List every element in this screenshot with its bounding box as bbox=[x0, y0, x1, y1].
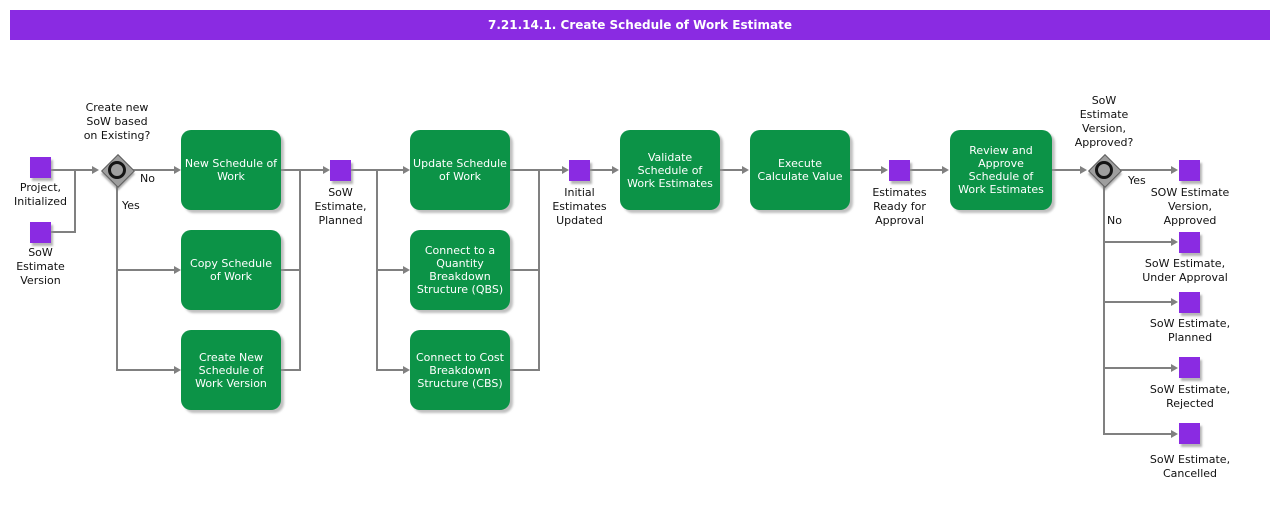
connector bbox=[1052, 169, 1080, 171]
activity-label: Create New Schedule of Work Version bbox=[195, 350, 267, 390]
state-label: Estimates Ready for Approval bbox=[872, 186, 927, 227]
edge-label-no: No bbox=[1107, 214, 1122, 227]
activity-label: Validate Schedule of Work Estimates bbox=[627, 150, 713, 190]
arrowhead-icon bbox=[174, 366, 181, 374]
activity-label: Connect to Cost Breakdown Structure (CBS… bbox=[416, 350, 504, 390]
state-project-initialized bbox=[30, 157, 51, 178]
connector bbox=[51, 169, 92, 171]
arrowhead-icon bbox=[403, 266, 410, 274]
arrowhead-icon bbox=[1171, 166, 1178, 174]
state-sow-estimate-rejected bbox=[1179, 357, 1200, 378]
state-label: Project, Initialized bbox=[13, 181, 68, 208]
gateway-sow-estimate-approved bbox=[1088, 154, 1122, 188]
state-label: SoW Estimate Version bbox=[16, 246, 65, 287]
state-sow-estimate-under-approval bbox=[1179, 232, 1200, 253]
arrowhead-icon bbox=[881, 166, 888, 174]
connector bbox=[510, 269, 540, 271]
connector bbox=[1104, 433, 1171, 435]
arrowhead-icon bbox=[174, 266, 181, 274]
arrowhead-icon bbox=[174, 166, 181, 174]
title-bar: 7.21.14.1. Create Schedule of Work Estim… bbox=[10, 10, 1270, 40]
connector bbox=[377, 369, 403, 371]
state-label: SoW Estimate, Rejected bbox=[1149, 383, 1231, 410]
activity-label: Review and Approve Schedule of Work Esti… bbox=[958, 144, 1044, 196]
activity-create-new-schedule-of-work-version: Create New Schedule of Work Version bbox=[181, 330, 281, 410]
circle-icon bbox=[108, 161, 126, 179]
state-sow-estimate-cancelled bbox=[1179, 423, 1200, 444]
activity-new-schedule-of-work: New Schedule of Work bbox=[181, 130, 281, 210]
activity-label: New Schedule of Work bbox=[184, 157, 278, 183]
connector bbox=[281, 369, 301, 371]
connector bbox=[590, 169, 612, 171]
connector bbox=[510, 369, 540, 371]
connector bbox=[1120, 169, 1171, 171]
gateway-create-new-sow bbox=[101, 154, 135, 188]
activity-copy-schedule-of-work: Copy Schedule of Work bbox=[181, 230, 281, 310]
connector bbox=[377, 269, 403, 271]
diagram-title: 7.21.14.1. Create Schedule of Work Estim… bbox=[488, 18, 792, 32]
activity-connect-cbs: Connect to Cost Breakdown Structure (CBS… bbox=[410, 330, 510, 410]
activity-review-approve-sow-estimates: Review and Approve Schedule of Work Esti… bbox=[950, 130, 1052, 210]
state-label: SoW Estimate, Under Approval bbox=[1142, 257, 1228, 284]
activity-validate-sow-estimates: Validate Schedule of Work Estimates bbox=[620, 130, 720, 210]
connector bbox=[910, 169, 942, 171]
edge-label-no: No bbox=[140, 172, 155, 185]
activity-label: Connect to a Quantity Breakdown Structur… bbox=[416, 244, 504, 296]
state-label: SoW Estimate, Cancelled bbox=[1149, 453, 1231, 480]
connector bbox=[850, 169, 881, 171]
connector bbox=[281, 169, 323, 171]
arrowhead-icon bbox=[1171, 364, 1178, 372]
arrowhead-icon bbox=[562, 166, 569, 174]
connector bbox=[1104, 367, 1171, 369]
state-initial-estimates-updated bbox=[569, 160, 590, 181]
connector bbox=[538, 169, 540, 371]
arrowhead-icon bbox=[1080, 166, 1087, 174]
activity-update-schedule-of-work: Update Schedule of Work bbox=[410, 130, 510, 210]
state-label: SoW Estimate, Planned bbox=[1149, 317, 1231, 344]
arrowhead-icon bbox=[742, 166, 749, 174]
arrowhead-icon bbox=[1171, 298, 1178, 306]
connector bbox=[74, 169, 76, 233]
state-label: Initial Estimates Updated bbox=[552, 186, 607, 227]
arrowhead-icon bbox=[1171, 430, 1178, 438]
arrowhead-icon bbox=[323, 166, 330, 174]
connector bbox=[117, 269, 174, 271]
arrowhead-icon bbox=[403, 366, 410, 374]
edge-label-yes: Yes bbox=[1128, 174, 1146, 187]
state-label: SoW Estimate, Planned bbox=[314, 186, 367, 227]
activity-label: Execute Calculate Value bbox=[757, 157, 843, 183]
activity-label: Copy Schedule of Work bbox=[190, 257, 272, 283]
arrowhead-icon bbox=[942, 166, 949, 174]
connector bbox=[720, 169, 742, 171]
state-sow-estimate-planned bbox=[330, 160, 351, 181]
state-label: SOW Estimate Version, Approved bbox=[1150, 186, 1230, 227]
connector bbox=[1104, 241, 1171, 243]
arrowhead-icon bbox=[92, 166, 99, 174]
state-sow-estimate-version bbox=[30, 222, 51, 243]
gateway-question-label: Create new SoW based on Existing? bbox=[83, 101, 151, 142]
state-sow-estimate-version-approved bbox=[1179, 160, 1200, 181]
connector bbox=[1104, 301, 1171, 303]
activity-label: Update Schedule of Work bbox=[413, 157, 507, 183]
connector bbox=[133, 169, 174, 171]
connector bbox=[1103, 185, 1105, 435]
connector bbox=[116, 185, 118, 371]
connector bbox=[510, 169, 562, 171]
edge-label-yes: Yes bbox=[122, 199, 140, 212]
circle-icon bbox=[1095, 161, 1113, 179]
connector bbox=[281, 269, 301, 271]
arrowhead-icon bbox=[1171, 238, 1178, 246]
state-estimates-ready-for-approval bbox=[889, 160, 910, 181]
connector bbox=[51, 231, 76, 233]
activity-execute-calculate-value: Execute Calculate Value bbox=[750, 130, 850, 210]
arrowhead-icon bbox=[403, 166, 410, 174]
state-sow-estimate-planned-final bbox=[1179, 292, 1200, 313]
connector bbox=[117, 369, 174, 371]
activity-connect-qbs: Connect to a Quantity Breakdown Structur… bbox=[410, 230, 510, 310]
arrowhead-icon bbox=[612, 166, 619, 174]
connector bbox=[299, 169, 301, 371]
gateway-question-label: SoW Estimate Version, Approved? bbox=[1074, 94, 1134, 149]
